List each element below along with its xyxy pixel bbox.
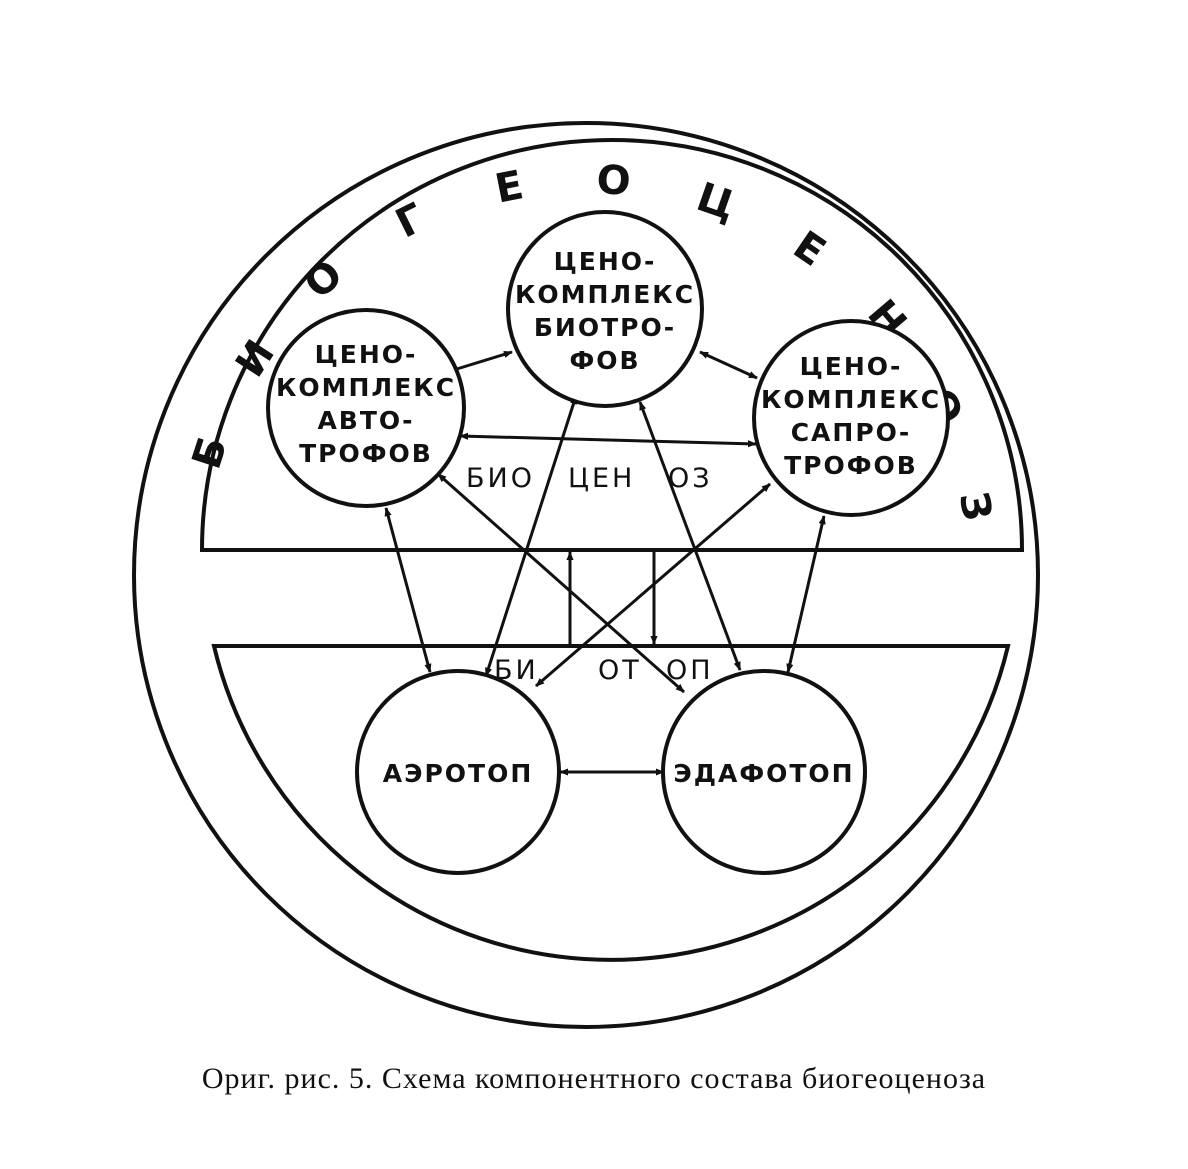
node-saprotrophs-circle <box>752 319 950 517</box>
ring-letter: Ц <box>691 174 741 230</box>
biocenosis-region <box>199 138 1025 552</box>
node-edaphotop: ЭДАФОТОП <box>661 669 867 875</box>
node-aerotop: АЭРОТОП <box>355 669 561 875</box>
biotop-region <box>211 644 1011 962</box>
link-autotrophs-edaphotop <box>437 472 685 694</box>
node-autotrophs: ЦЕНО- КОМПЛЕКС АВТО- ТРОФОВ <box>266 308 466 508</box>
node-autotrophs-line-1: ЦЕНО- <box>315 340 418 369</box>
ring-letter: З <box>950 488 1000 524</box>
node-autotrophs-line-2: КОМПЛЕКС <box>276 373 456 402</box>
node-aerotop-label: АЭРОТОП <box>383 759 534 788</box>
ring-letter: Е <box>785 222 834 275</box>
node-saprotrophs-line-2: КОМПЛЕКС <box>761 385 941 414</box>
ring-letter: Г <box>389 195 432 248</box>
node-saprotrophs-line-1: ЦЕНО- <box>800 352 903 381</box>
biocenosis-label-part-1: БИО <box>466 463 535 494</box>
link-autotrophs-saprotrophs <box>459 432 757 448</box>
ring-letter: Б <box>184 431 237 474</box>
link-layer <box>384 350 826 776</box>
biocenosis-label-part-3: ОЗ <box>668 463 713 494</box>
node-saprotrophs-line-3: САПРО- <box>791 418 912 447</box>
node-biotrophs-line-2: КОМПЛЕКС <box>515 280 695 309</box>
node-autotrophs-line-3: АВТО- <box>317 406 414 435</box>
node-autotrophs-circle <box>266 308 466 508</box>
biotop-label-part-2: ОТ <box>598 655 642 686</box>
node-aerotop-circle <box>355 669 561 875</box>
link-saprotrophs-edaphotop <box>786 515 826 673</box>
ring-letter: О <box>296 251 352 308</box>
node-saprotrophs: ЦЕНО- КОМПЛЕКС САПРО- ТРОФОВ <box>752 319 950 517</box>
link-autotrophs-aerotop <box>384 507 432 673</box>
outer-circle <box>132 121 1040 1029</box>
node-biotrophs-circle <box>506 210 704 408</box>
ring-letter: Е <box>491 162 527 212</box>
biotop-label-part-1: БИ <box>494 655 539 686</box>
link-biotrophs-saprotrophs <box>699 350 758 380</box>
node-autotrophs-line-4: ТРОФОВ <box>299 439 433 468</box>
node-edaphotop-label: ЭДАФОТОП <box>673 759 854 788</box>
node-biotrophs: ЦЕНО- КОМПЛЕКС БИОТРО- ФОВ <box>506 210 704 408</box>
biotop-label-part-3: ОП <box>666 655 714 686</box>
ring-letter: О <box>595 157 632 205</box>
node-biotrophs-line-4: ФОВ <box>569 346 640 375</box>
link-biotrophs-aerotop <box>484 395 578 677</box>
figure-caption: Ориг. рис. 5. Схема компонентного состав… <box>201 1062 987 1095</box>
node-biotrophs-line-3: БИОТРО- <box>534 313 676 342</box>
node-saprotrophs-line-4: ТРОФОВ <box>784 451 918 480</box>
node-edaphotop-circle <box>661 669 867 875</box>
biocenosis-label-part-2: ЦЕН <box>568 463 635 494</box>
node-biotrophs-line-1: ЦЕНО- <box>554 247 657 276</box>
